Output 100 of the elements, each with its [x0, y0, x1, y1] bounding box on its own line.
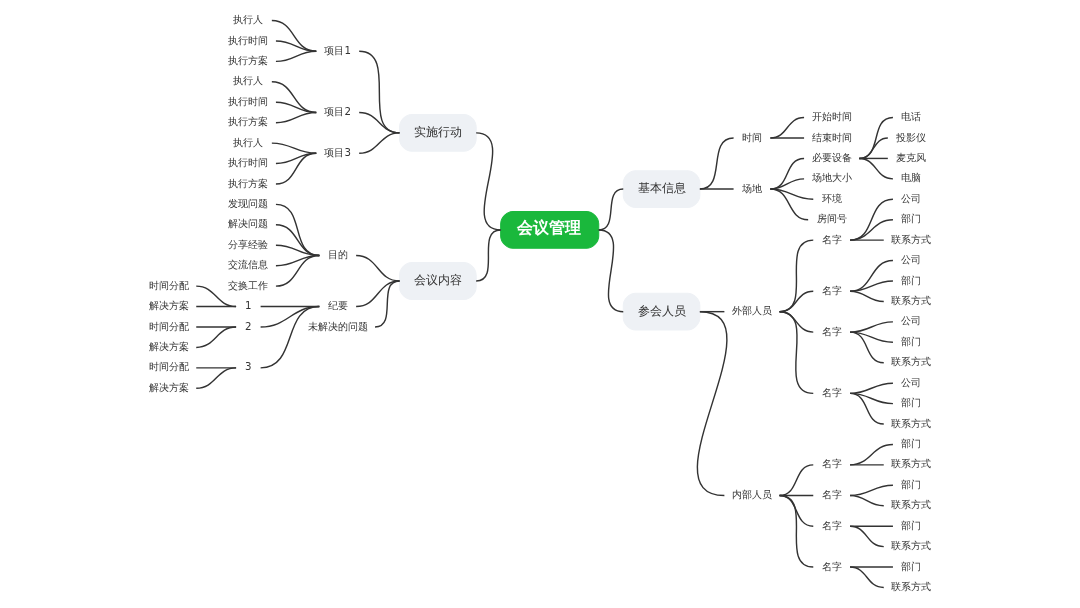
node-box: 基本信息	[622, 170, 701, 208]
node-text: 纪要	[327, 300, 348, 312]
node-text: 公司	[901, 315, 922, 327]
node-text: 2	[245, 320, 252, 332]
connector	[849, 321, 894, 333]
connector	[849, 280, 894, 292]
node-box: 会议内容	[399, 262, 477, 300]
node-text: 联系方式	[891, 458, 932, 470]
node-text: 公司	[901, 254, 922, 266]
connector	[858, 157, 894, 180]
node-text: 部门	[901, 397, 922, 409]
node-text: 部门	[901, 213, 922, 225]
node-text: 执行时间	[228, 157, 269, 169]
connector	[275, 40, 317, 52]
connector	[849, 239, 885, 241]
node-text: 电话	[901, 111, 922, 123]
node-text: 联系方式	[891, 233, 932, 245]
node-text: 麦克风	[896, 151, 927, 163]
node-text: 执行人	[233, 136, 264, 148]
connector	[195, 326, 237, 349]
node-text: 部门	[901, 560, 922, 572]
node-text: 联系方式	[891, 356, 932, 368]
node-text: 时间分配	[148, 361, 189, 373]
node-text: 名字	[821, 284, 842, 296]
connector	[849, 525, 885, 548]
node-text: 执行方案	[228, 177, 269, 189]
connector	[849, 331, 894, 344]
connector	[849, 382, 894, 395]
node-text: 名字	[821, 386, 842, 398]
node-text: 联系方式	[891, 540, 932, 552]
node-text: 执行时间	[228, 95, 269, 107]
connector	[271, 19, 317, 52]
connector	[849, 392, 885, 425]
connector	[849, 198, 894, 241]
node-text: 时间	[741, 131, 762, 143]
node-text: 联系方式	[891, 295, 932, 306]
node-text: 执行方案	[228, 116, 269, 128]
connector	[355, 280, 401, 308]
node-text: 公司	[901, 376, 922, 388]
node-text: 项目2	[324, 106, 351, 118]
node-text: 场地	[741, 182, 762, 194]
connector	[769, 188, 814, 200]
node-text: 交流信息	[228, 259, 269, 271]
connector	[769, 116, 805, 139]
node-box: 参会人员	[622, 292, 701, 331]
connector	[849, 219, 894, 241]
connector	[769, 137, 805, 139]
node-text: 3	[245, 361, 252, 373]
node-text: 解决问题	[228, 218, 269, 230]
connector	[475, 229, 502, 282]
connector	[849, 259, 894, 292]
node-text: 部门	[901, 274, 922, 286]
connector	[275, 254, 321, 287]
node-text: 电脑	[901, 172, 922, 184]
connector	[699, 137, 735, 190]
node-text: 项目1	[324, 44, 351, 56]
connector	[778, 310, 814, 333]
node-box: 会议管理	[500, 211, 600, 249]
connector	[358, 132, 401, 155]
node-text: 投影仪	[896, 131, 927, 143]
node-text: 部门	[901, 335, 922, 347]
connector	[849, 525, 894, 527]
connector	[275, 50, 317, 63]
node-text: 名字	[821, 458, 842, 470]
node-text: 解决方案	[148, 300, 189, 312]
node-text: 执行方案	[228, 54, 269, 66]
connector	[195, 305, 237, 308]
node-text: 时间分配	[148, 279, 189, 291]
node-text: 房间号	[816, 213, 847, 225]
node-text: 发现问题	[228, 197, 269, 209]
connector	[699, 188, 735, 190]
node-text: 开始时间	[811, 111, 852, 123]
node-text: 内部人员	[731, 489, 772, 501]
node-text: 项目3	[324, 146, 351, 158]
connector	[858, 137, 889, 160]
node-text: 结束时间	[811, 131, 852, 143]
node-text: 联系方式	[891, 499, 932, 511]
node-text: 解决方案	[148, 381, 189, 393]
connector	[195, 367, 237, 389]
connector	[259, 305, 321, 369]
connector	[849, 290, 885, 303]
connector	[778, 310, 814, 395]
node-text: 交换工作	[228, 279, 269, 291]
node-text: 名字	[821, 233, 842, 245]
node-text: 1	[245, 300, 252, 312]
node-text: 未解决的问题	[307, 320, 368, 332]
connector	[849, 443, 894, 466]
connector	[374, 280, 401, 328]
node-text: 目的	[327, 249, 348, 261]
node-text: 部门	[901, 478, 922, 490]
node-text: 联系方式	[891, 417, 932, 429]
connector	[275, 152, 317, 185]
node-text: 解决方案	[148, 340, 189, 352]
node-text: 时间分配	[148, 320, 189, 332]
connector	[849, 494, 885, 507]
node-text: 联系方式	[891, 581, 932, 593]
node-text: 分享经验	[228, 238, 269, 250]
connector	[849, 464, 885, 466]
node-text: 外部人员	[731, 305, 772, 317]
connector	[598, 229, 624, 313]
